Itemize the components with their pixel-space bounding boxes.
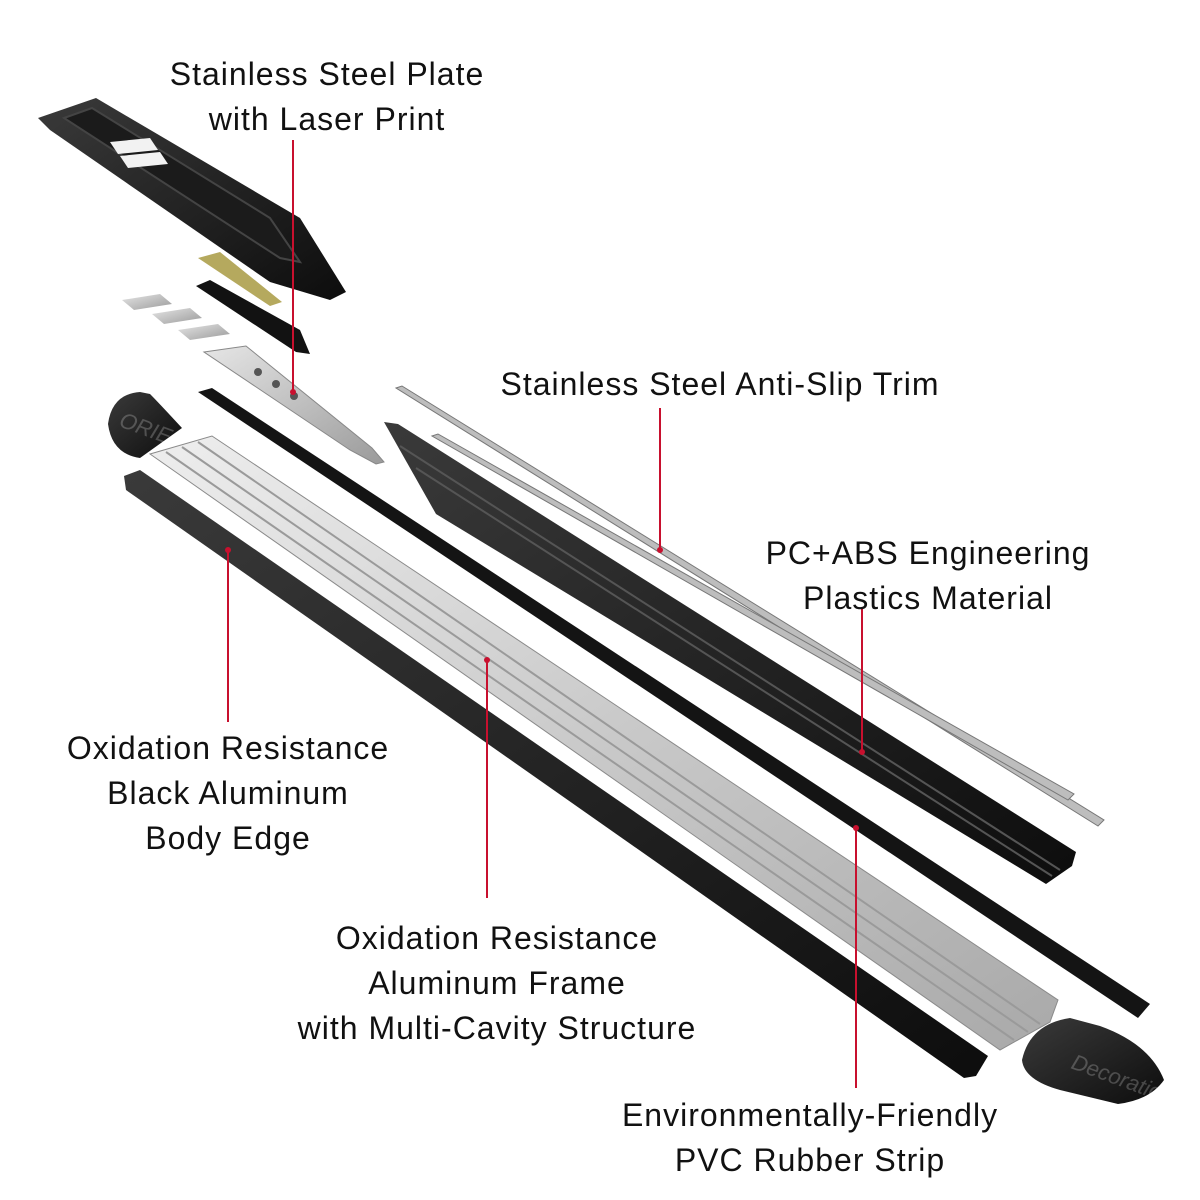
adhesive-strip: [198, 252, 282, 306]
plate-slot: [110, 138, 158, 154]
label-pc-abs: PC+ABS Engineering Plastics Material: [718, 531, 1138, 621]
label-line: Black Aluminum: [107, 775, 349, 811]
label-line: Plastics Material: [803, 580, 1053, 616]
black-insert: [196, 280, 310, 354]
label-line: Oxidation Resistance: [66, 730, 390, 766]
label-line: with Laser Print: [208, 101, 446, 137]
label-pvc-rubber-strip: Environmentally-Friendly PVC Rubber Stri…: [570, 1093, 1050, 1183]
label-anti-slip-trim: Stainless Steel Anti-Slip Trim: [440, 362, 1000, 407]
label-line: Oxidation Resistance: [335, 920, 659, 956]
label-line: PC+ABS Engineering: [765, 535, 1091, 571]
label-aluminum-frame: Oxidation Resistance Aluminum Frame with…: [237, 916, 757, 1051]
stainless-step-pad: [202, 345, 385, 465]
pc-abs-cover: [384, 422, 1076, 884]
label-line: Stainless Steel Plate: [169, 56, 485, 92]
label-line: Environmentally-Friendly: [621, 1097, 999, 1133]
left-end-cap: ORIE: [108, 392, 182, 458]
label-black-aluminum-edge: Oxidation Resistance Black Aluminum Body…: [18, 726, 438, 861]
black-aluminum-body-edge: [124, 470, 988, 1078]
label-line: PVC Rubber Strip: [674, 1142, 946, 1178]
anti-slip-trim: [430, 433, 1075, 801]
label-line: with Multi-Cavity Structure: [297, 1010, 697, 1046]
label-line: Aluminum Frame: [368, 965, 626, 1001]
plate-slot: [120, 152, 168, 168]
label-line: Body Edge: [145, 820, 311, 856]
pvc-rubber-strip: [198, 388, 1150, 1018]
logo-badges: [122, 294, 230, 340]
stainless-steel-plate: [38, 98, 346, 300]
leader-lines: [225, 140, 865, 1088]
label-line: Stainless Steel Anti-Slip Trim: [500, 366, 940, 402]
label-stainless-steel-plate: Stainless Steel Plate with Laser Print: [127, 52, 527, 142]
